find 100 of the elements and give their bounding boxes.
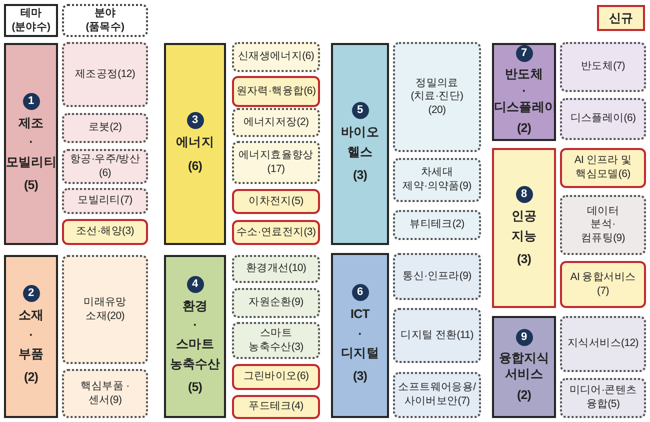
field-box [393,42,481,152]
theme-count: (2) [516,387,532,404]
field-box [560,98,646,140]
theme-name: 에너지 [175,134,215,152]
theme-box [492,316,556,418]
theme-count: (3) [352,167,368,184]
field-text: 로봇(2) [88,121,122,135]
field-box [232,220,320,245]
number-badge: 7 [516,45,532,62]
field-box [232,189,320,214]
field-text: AI 인프라 및 핵심모델(6) [573,154,633,182]
theme-box [164,255,226,418]
field-box [560,378,646,418]
number-badge: 4 [186,276,204,293]
theme-box [331,253,389,418]
field-box [393,158,481,202]
field-text: 뷰티테크(2) [410,218,464,232]
field-box [232,364,320,390]
field-box [62,113,148,143]
field-box [393,308,481,363]
theme-count: (5) [24,176,38,194]
field-box [560,261,646,308]
field-box [232,42,320,72]
theme-box [492,148,556,308]
field-text: 차세대 제약·의약품(9) [402,166,472,194]
theme-count: (2) [24,369,38,386]
field-box [62,369,148,418]
field-text: 디지털 전환(11) [400,328,474,342]
field-box [393,210,481,240]
theme-name: 소재 · 부품 [17,307,45,363]
field-text: 모빌리티(7) [78,194,132,208]
field-text: 원자력·핵융합(6) [236,84,316,98]
field-text: 디스플레이(6) [570,112,636,126]
field-box [560,148,646,188]
field-text: 소프트웨어응용/ 사이버보안(7) [397,381,477,409]
field-box [232,76,320,107]
number-badge: 2 [22,285,40,302]
theme-name: 융합지식 서비스 [498,350,550,382]
field-text: 반도체(7) [580,60,626,74]
field-text: 푸드테크(4) [248,400,304,414]
field-text: 미디어·콘텐츠 융합(5) [568,384,638,412]
number-badge: 1 [22,92,40,110]
theme-count: (3) [516,251,532,268]
field-text: 지식서비스(12) [568,337,638,351]
field-box [62,42,148,107]
field-text: 신재생에너지(6) [238,50,314,64]
theme-box [4,43,58,245]
theme-box [164,43,226,245]
field-box [232,322,320,359]
header-text: 테마 (분야수) [10,6,52,34]
field-box [62,149,148,184]
field-text: 자원순환(9) [248,296,304,310]
field-text: 수소·연료전지(3) [236,226,316,240]
number-badge: 5 [352,102,368,120]
field-text: 데이터 분석· 컴퓨팅(9) [580,204,626,246]
header-box [62,4,148,37]
legend-text: 신규 [609,10,633,26]
theme-name: 환경 · 스마트 농축수산 [168,298,222,373]
field-text: 통신·인프라(9) [402,270,472,284]
field-box [560,316,646,372]
field-box [232,395,320,419]
theme-name: ICT · 디지털 [340,306,380,362]
field-box [232,141,320,184]
theme-count: (6) [188,158,202,175]
theme-count: (5) [188,379,202,396]
number-badge: 6 [352,284,368,302]
field-text: 스마트 농축수산(3) [248,326,304,354]
field-text: 그린바이오(6) [243,370,309,384]
theme-count: (3) [352,368,368,386]
field-text: AI 융합서비스 (7) [569,270,637,298]
field-text: 미래유망 소재(20) [82,296,128,324]
field-box [232,288,320,318]
theme-name: 바이오 헬스 [340,124,380,161]
field-text: 에너지효율향상 (17) [238,148,314,176]
header-text: 분야 (품목수) [84,6,126,34]
field-box [232,108,320,137]
number-badge: 3 [186,112,204,130]
theme-count: (2) [516,120,532,138]
theme-box [492,43,556,141]
field-box [560,42,646,92]
field-box [62,255,148,364]
field-box [62,219,148,245]
field-box [62,188,148,214]
field-box [393,372,481,418]
theme-name: 인공 지능 [510,208,538,245]
field-text: 이차전지(5) [248,194,304,208]
theme-box [331,43,389,245]
theme-name: 제조 · 모빌리티 [6,114,56,170]
number-badge: 8 [516,186,532,204]
header-box [4,4,58,37]
field-text: 핵심부품 · 센서(9) [80,380,130,408]
theme-box [4,255,58,418]
field-text: 환경개선(10) [246,262,306,276]
field-text: 조선·해양(3) [76,225,134,239]
field-text: 정밀의료 (치료·진단) (20) [410,76,464,118]
field-box [393,253,481,300]
number-badge: 9 [516,328,532,346]
field-text: 제조공정(12) [74,68,136,82]
field-text: 에너지저장(2) [243,116,309,130]
field-box [232,255,320,283]
